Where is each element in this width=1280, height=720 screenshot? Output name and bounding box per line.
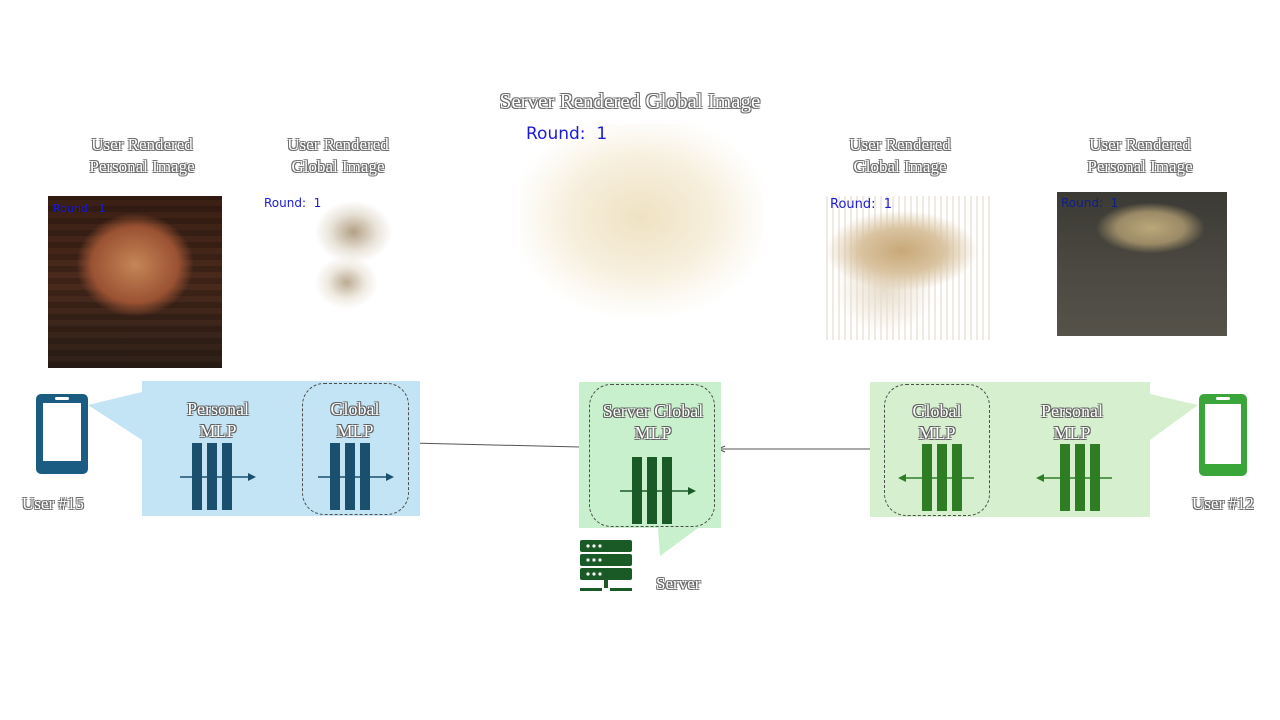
mlp-layers-icon (620, 457, 696, 524)
title-line: User Rendered (849, 135, 951, 154)
right-user-global-render (826, 196, 994, 340)
label-line: Global (912, 401, 962, 421)
right-global-mlp-label: Global MLP (892, 400, 982, 444)
smartphone-icon (1199, 394, 1247, 476)
left-personal-image-title: User Rendered Personal Image (52, 134, 232, 178)
label-line: MLP (634, 423, 672, 443)
left-user-personal-render (48, 196, 222, 368)
label-line: Global (330, 399, 380, 419)
left-global-mlp-frame (302, 383, 409, 515)
server-mlp-frame (589, 384, 715, 527)
title-line: Global Image (291, 157, 385, 176)
left-callout-tail (88, 392, 142, 440)
left-personal-mlp-label: Personal MLP (170, 398, 266, 442)
server-rack-icon (580, 540, 632, 591)
right-personal-image-title: User Rendered Personal Image (1050, 134, 1230, 178)
label-line: Personal (187, 399, 249, 419)
mlp-layers-icon (318, 443, 394, 510)
title-line: User Rendered (287, 135, 389, 154)
left-sync-line (409, 442, 581, 448)
label-line: MLP (199, 421, 237, 441)
title-line: Global Image (853, 157, 947, 176)
left-personal-round-label: Round: 1 (53, 202, 106, 215)
right-global-mlp-frame (884, 384, 990, 516)
left-user-panel (142, 381, 420, 516)
mlp-layers-icon (180, 443, 256, 510)
mlp-layers-icon (1036, 444, 1112, 511)
server-label: Server (656, 574, 701, 593)
left-user-label: User #15 (22, 494, 84, 513)
label-line: Personal (1041, 401, 1103, 421)
label-line: MLP (1053, 423, 1091, 443)
title-line: Personal Image (89, 157, 195, 176)
right-callout-tail (1150, 394, 1198, 440)
right-global-round-label: Round: 1 (830, 197, 893, 212)
title-line: User Rendered (1089, 135, 1191, 154)
left-global-mlp-label: Global MLP (312, 398, 398, 442)
server-callout-tail (658, 528, 698, 556)
right-user-personal-render (1057, 192, 1227, 336)
right-global-image-title: User Rendered Global Image (810, 134, 990, 178)
right-personal-mlp-label: Personal MLP (1024, 400, 1120, 444)
left-user-global-render (262, 196, 438, 316)
server-global-render (520, 124, 762, 356)
right-user-panel (870, 382, 1150, 517)
server-round-label: Round: 1 (526, 124, 608, 144)
label-line: Server Global (602, 401, 704, 421)
title-line: User Rendered (91, 135, 193, 154)
label-line: MLP (918, 423, 956, 443)
smartphone-icon (36, 394, 88, 474)
label-line: MLP (336, 421, 374, 441)
title-line: Personal Image (1087, 157, 1193, 176)
server-global-image-title: Server Rendered Global Image (499, 89, 761, 113)
right-user-label: User #12 (1192, 494, 1254, 513)
server-global-mlp-label: Server Global MLP (585, 400, 721, 444)
right-personal-round-label: Round: 1 (1061, 196, 1119, 210)
left-global-image-title: User Rendered Global Image (248, 134, 428, 178)
mlp-layers-icon (898, 444, 974, 511)
left-global-round-label: Round: 1 (264, 196, 322, 210)
